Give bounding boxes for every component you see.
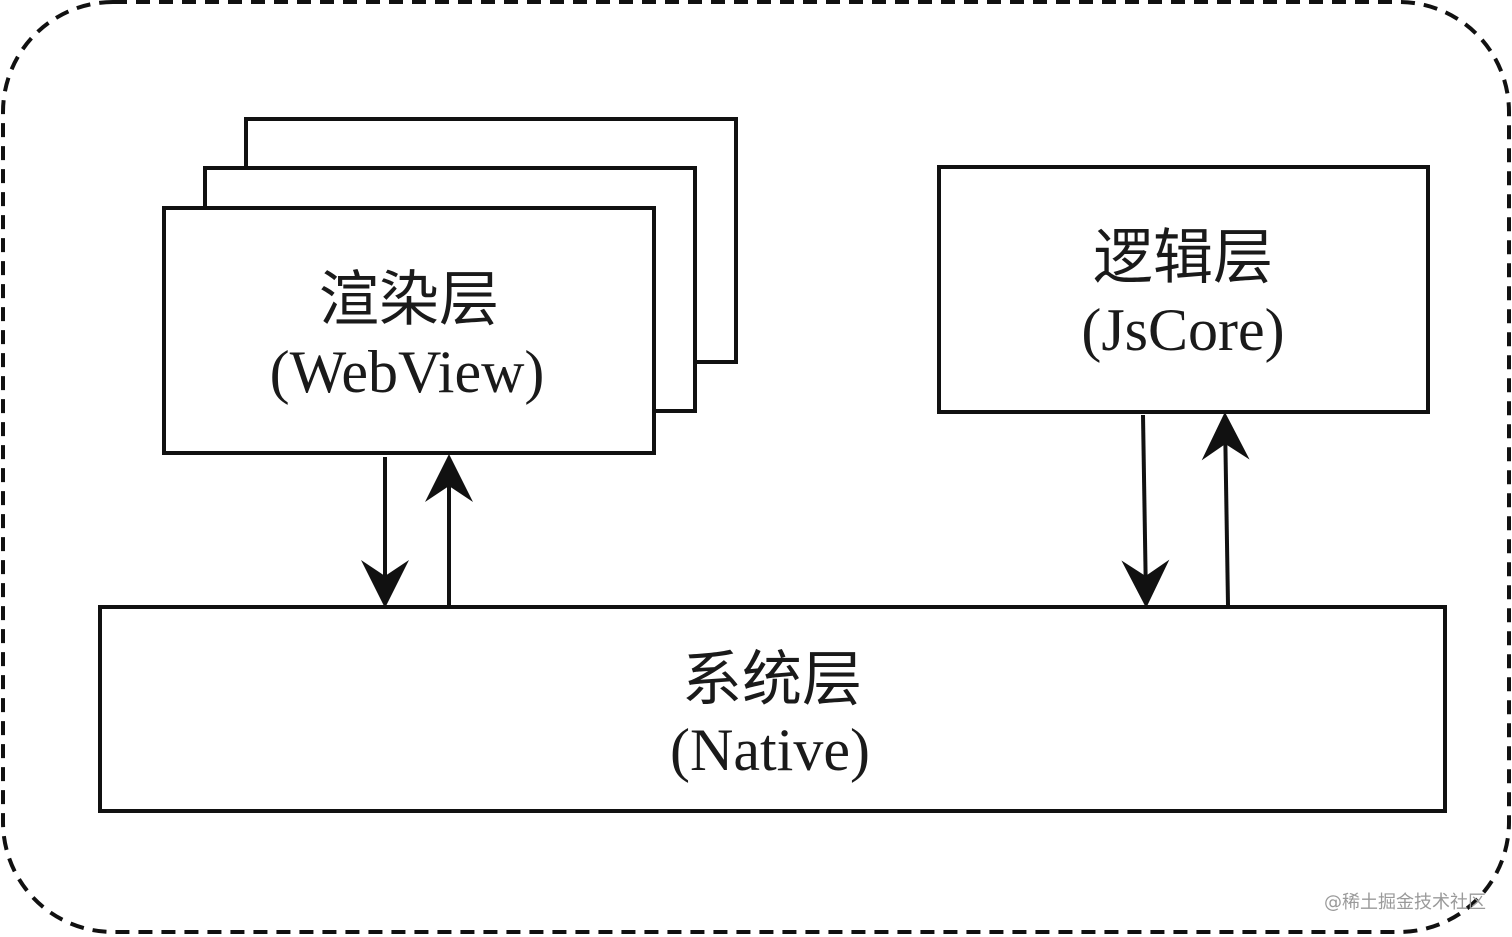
watermark-text: @稀土掘金技术社区 — [1324, 892, 1486, 913]
render-layer-subtitle: (WebView) — [270, 339, 545, 405]
logic-layer-subtitle: (JsCore) — [1081, 297, 1284, 363]
arrow-logic-to-system — [1121, 414, 1170, 608]
render-layer-box: 渲染层 (WebView) — [162, 206, 656, 455]
system-layer-subtitle: (Native) — [670, 717, 870, 783]
render-layer-rect — [162, 206, 656, 455]
logic-layer-box: 逻辑层 (JsCore) — [937, 165, 1430, 414]
logic-layer-rect — [937, 165, 1430, 414]
arrow-system-to-logic — [1201, 412, 1250, 606]
system-layer-box: 系统层 (Native) — [98, 605, 1447, 813]
render-layer-title: 渲染层 — [319, 265, 499, 335]
system-layer-rect — [98, 605, 1447, 813]
logic-layer-title: 逻辑层 — [1093, 223, 1273, 293]
system-layer-title: 系统层 — [682, 645, 862, 715]
